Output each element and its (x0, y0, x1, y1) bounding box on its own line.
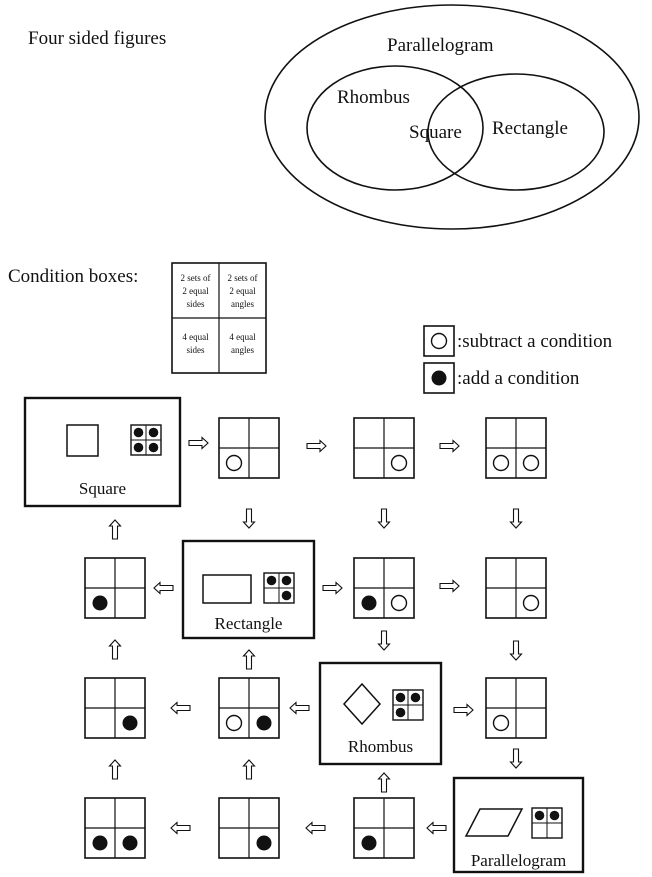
venn-square-label: Square (409, 122, 462, 143)
parallelogram-shape-icon (464, 808, 524, 837)
rhombus-ellipse (306, 65, 484, 191)
square-card: Square (23, 396, 182, 508)
legend-subtract-text: :subtract a condition (457, 331, 613, 352)
condition-box (218, 677, 280, 739)
arrow-left-icon (305, 821, 326, 835)
arrow-right-icon (322, 581, 343, 595)
arrow-up-icon (108, 519, 122, 540)
rectangle-card: Rectangle (181, 539, 316, 640)
arrow-up-icon (242, 759, 256, 780)
legend-add-box (423, 362, 455, 394)
square-card-label: Square (79, 479, 126, 498)
condition-cell-3-line-1: 4 equal (182, 332, 209, 342)
arrow-left-icon (289, 701, 310, 715)
arrow-up-icon (377, 772, 391, 793)
arrow-right-icon (188, 436, 209, 450)
condition-cell-2-line-3: angles (231, 299, 254, 309)
rectangle-shape-icon (202, 574, 252, 604)
venn-rhombus-label: Rhombus (337, 87, 410, 108)
venn-caption: Four sided figures (28, 28, 166, 49)
arrow-left-icon (426, 821, 447, 835)
arrow-down-icon (377, 508, 391, 529)
arrow-down-icon (509, 640, 523, 661)
legend-subtract: :subtract a condition (423, 325, 613, 357)
condition-box (84, 677, 146, 739)
square-condition-grid (130, 424, 162, 456)
parallelogram-ellipse (264, 4, 640, 230)
condition-box (353, 417, 415, 479)
rhombus-shape-icon (342, 682, 382, 726)
empty-circle-icon (430, 332, 448, 350)
filled-circle-icon (431, 370, 447, 386)
condition-box (218, 797, 280, 859)
legend-add: :add a condition (423, 362, 580, 394)
rhombus-card: Rhombus (318, 661, 443, 766)
condition-box (485, 557, 547, 619)
arrow-down-icon (509, 508, 523, 529)
arrow-right-icon (453, 703, 474, 717)
rhombus-card-label: Rhombus (348, 737, 413, 756)
condition-cell-4-line-2: angles (231, 345, 254, 355)
rectangle-card-label: Rectangle (215, 614, 283, 633)
condition-box (218, 417, 280, 479)
venn-rectangle-label: Rectangle (492, 118, 568, 139)
arrow-up-icon (242, 649, 256, 670)
condition-box (353, 797, 415, 859)
legend-add-text: :add a condition (457, 368, 580, 389)
condition-cell-4-line-1: 4 equal (229, 332, 256, 342)
condition-cell-2-line-2: 2 equal (229, 286, 256, 296)
rhombus-condition-grid (392, 689, 424, 721)
condition-box (84, 557, 146, 619)
arrow-left-icon (170, 821, 191, 835)
parallelogram-card: Parallelogram (452, 776, 585, 874)
condition-box (353, 557, 415, 619)
arrow-left-icon (153, 581, 174, 595)
venn-parallelogram-label: Parallelogram (387, 35, 494, 56)
condition-cell-3-line-2: sides (187, 345, 205, 355)
condition-cell-1-line-2: 2 equal (182, 286, 209, 296)
condition-box (485, 417, 547, 479)
arrow-right-icon (439, 579, 460, 593)
arrow-right-icon (306, 439, 327, 453)
condition-boxes-grid: 2 sets of 2 equal sides 2 sets of 2 equa… (171, 262, 267, 374)
condition-cell-1-line-3: sides (187, 299, 205, 309)
legend-subtract-box (423, 325, 455, 357)
arrow-down-icon (377, 630, 391, 651)
square-shape-icon (66, 424, 99, 457)
condition-box (485, 677, 547, 739)
arrow-down-icon (242, 508, 256, 529)
condition-box (84, 797, 146, 859)
arrow-left-icon (170, 701, 191, 715)
rectangle-condition-grid (263, 572, 295, 604)
rectangle-ellipse (427, 73, 605, 191)
condition-boxes-label: Condition boxes: (8, 266, 138, 287)
condition-cell-1-line-1: 2 sets of (181, 273, 211, 283)
parallelogram-card-label: Parallelogram (471, 851, 566, 870)
arrow-up-icon (108, 639, 122, 660)
arrow-up-icon (108, 759, 122, 780)
arrow-down-icon (509, 748, 523, 769)
parallelogram-condition-grid (531, 807, 563, 839)
condition-cell-2-line-1: 2 sets of (228, 273, 258, 283)
arrow-right-icon (439, 439, 460, 453)
